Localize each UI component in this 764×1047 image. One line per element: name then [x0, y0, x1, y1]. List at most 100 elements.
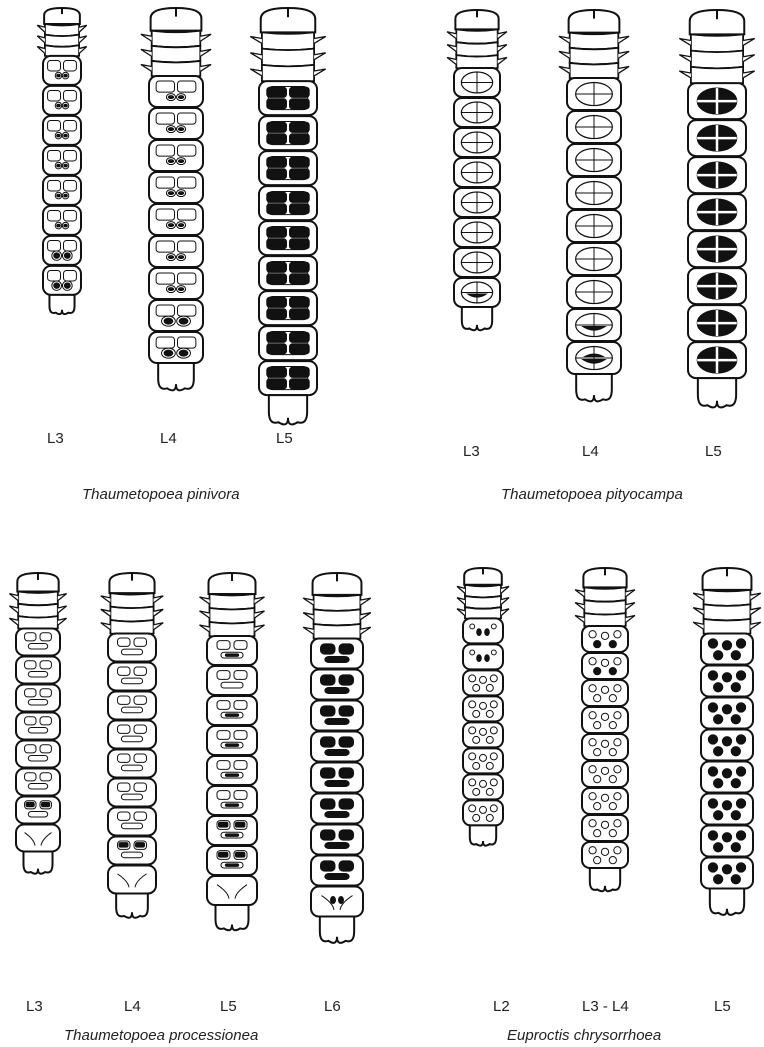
dark-patch	[168, 255, 174, 259]
dark-patch	[320, 706, 335, 716]
thoracic-leg	[693, 622, 703, 629]
thoracic-leg	[9, 606, 18, 613]
abdominal-segment	[688, 305, 746, 341]
pattern-plate	[64, 241, 77, 251]
anal-segment	[462, 307, 492, 330]
abdominal-segment	[701, 730, 753, 761]
dark-patch	[267, 332, 287, 342]
dark-patch	[290, 344, 310, 354]
dark-patch	[320, 644, 335, 654]
dark-patch	[178, 127, 184, 131]
pattern-dot	[480, 702, 487, 709]
abdominal-segment	[701, 794, 753, 825]
dark-patch	[290, 192, 310, 202]
anal-segment	[49, 295, 74, 314]
pattern-plate	[40, 773, 51, 781]
dark-patch	[135, 842, 145, 848]
pattern-dot	[490, 675, 497, 682]
pattern-dot	[614, 631, 621, 638]
larva-euproctis-l3-l4	[575, 568, 635, 891]
thoracic-segment	[691, 67, 743, 85]
pattern-dot	[601, 767, 608, 774]
pattern-plate	[156, 241, 174, 252]
abdominal-segment	[463, 800, 503, 825]
pattern-dot	[601, 740, 608, 747]
dark-dot	[736, 703, 745, 712]
dark-patch	[178, 95, 184, 99]
dark-patch	[484, 628, 490, 636]
dark-patch	[168, 127, 174, 131]
dark-patch	[56, 74, 61, 78]
segment-outline	[311, 763, 363, 793]
thoracic-leg	[255, 625, 265, 632]
thoracic-segment	[110, 593, 153, 608]
pattern-dot	[614, 820, 621, 827]
abdominal-segment	[207, 786, 257, 815]
pattern-plate	[178, 337, 196, 348]
dark-dot	[714, 779, 723, 788]
dark-patch	[267, 239, 287, 249]
thoracic-leg	[303, 613, 313, 620]
dark-dot	[594, 641, 601, 648]
anal-segment	[158, 363, 194, 390]
segment-outline	[16, 628, 60, 655]
dark-patch	[267, 99, 287, 109]
dark-patch	[267, 367, 287, 377]
abdominal-segment	[582, 842, 628, 868]
dark-patch	[218, 822, 228, 828]
stage-label: L3	[47, 430, 64, 447]
dark-patch	[267, 274, 287, 284]
pattern-dot	[480, 728, 487, 735]
pattern-plate	[221, 682, 243, 688]
segment-outline	[108, 749, 156, 777]
thoracic-leg	[447, 32, 456, 39]
abdominal-segment	[311, 825, 363, 855]
dark-patch	[325, 812, 349, 818]
thoracic-leg	[141, 64, 152, 71]
dark-patch	[267, 157, 287, 167]
thoracic-leg	[360, 627, 370, 634]
thoracic-leg	[200, 64, 211, 71]
pattern-dot	[601, 848, 608, 855]
dark-patch	[320, 768, 335, 778]
thoracic-leg	[79, 25, 87, 32]
abdominal-segment	[582, 626, 628, 652]
pattern-dot	[609, 857, 616, 864]
pattern-dot	[480, 780, 487, 787]
dark-patch	[53, 282, 60, 289]
pattern-dot	[601, 686, 608, 693]
segment-outline	[311, 794, 363, 824]
pattern-plate	[134, 696, 146, 704]
abdominal-segment	[259, 256, 317, 290]
pattern-plate	[134, 812, 146, 820]
dark-patch	[476, 628, 482, 636]
abdominal-segment	[207, 636, 257, 665]
abdominal-segment	[43, 236, 81, 265]
thoracic-leg	[457, 586, 465, 593]
pattern-dot	[601, 713, 608, 720]
thoracic-segment	[570, 33, 619, 50]
thoracic-leg	[200, 49, 211, 56]
segment-outline	[108, 720, 156, 748]
anal-segment	[470, 825, 496, 845]
segment-outline	[207, 666, 257, 695]
abdominal-segment	[207, 726, 257, 755]
thoracic-leg	[314, 69, 326, 76]
stage-label: L3 - L4	[582, 998, 629, 1015]
segment-outline	[16, 740, 60, 767]
pattern-dot	[609, 776, 616, 783]
pattern-dot	[594, 749, 601, 756]
dark-patch	[325, 719, 349, 725]
pattern-plate	[178, 113, 196, 124]
larva-pinivora-l4	[141, 8, 211, 390]
thoracic-segment	[465, 596, 501, 609]
abdominal-segment	[108, 720, 156, 748]
pattern-plate	[64, 181, 77, 191]
abdominal-segment	[43, 116, 81, 145]
abdominal-segment	[454, 68, 500, 97]
thoracic-leg	[58, 594, 67, 601]
thoracic-leg	[58, 618, 67, 625]
dark-patch	[339, 706, 354, 716]
species-name: Thaumetopoea pityocampa	[501, 486, 683, 503]
larva-pinivora-l5	[250, 8, 325, 424]
